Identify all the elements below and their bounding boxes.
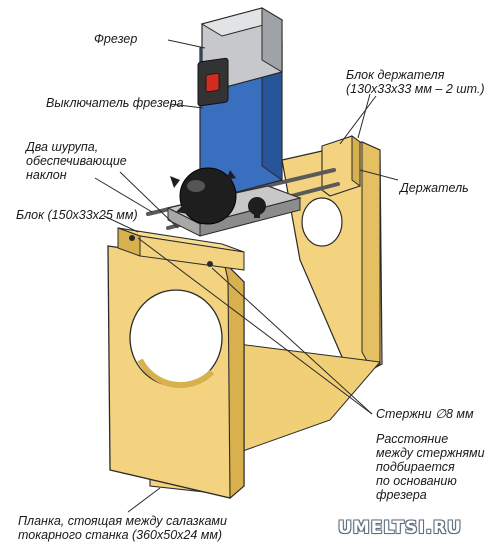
label-block: Блок (150x33x25 мм) [16,208,138,222]
holder-block [321,135,361,197]
right-side-panel [281,141,383,381]
label-holder: Держатель [400,181,469,195]
label-rods: Стержни ∅8 мм [376,407,474,421]
right-panel-hole [301,197,343,247]
front-side-panel [107,245,245,500]
label-holder-block: Блок держателя (130x33x33 мм – 2 шт.) [346,68,485,96]
floor-shadow [221,341,381,453]
leader-lines [94,39,399,513]
label-router: Фрезер [94,32,138,46]
switch-red-button [205,73,220,93]
tilt-knob [170,167,237,225]
label-plank: Планка, стоящая между салазками токарног… [18,514,227,542]
label-router-switch: Выключатель фрезера [46,96,184,110]
base-block [117,227,245,271]
watermark-logo: UMELTSI.RU [338,518,462,538]
small-knob [248,197,266,218]
label-two-screws: Два шурупа, обеспечивающие наклон [26,140,127,182]
label-rods-note: Расстояние между стержнями подбирается п… [376,432,485,502]
